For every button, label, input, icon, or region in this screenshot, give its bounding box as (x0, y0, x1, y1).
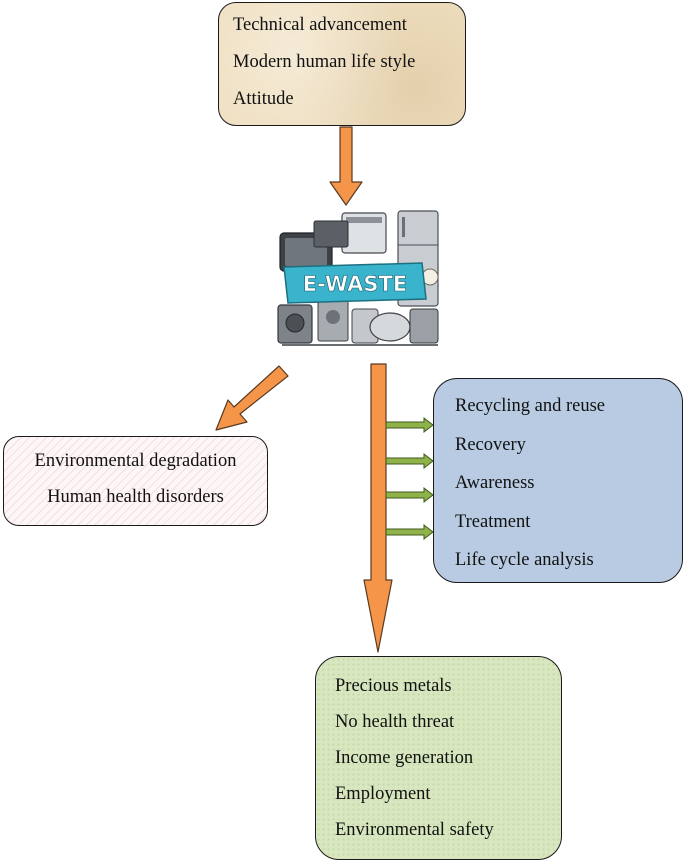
ewaste-logo: E-WASTE (283, 262, 427, 304)
causes-box: Technical advancement Modern human life … (218, 2, 466, 126)
arrow-to-treatment (385, 523, 434, 541)
appliance-pile (277, 210, 439, 346)
arrow-ewaste-to-impacts (215, 365, 289, 431)
management-item: Recovery (455, 434, 526, 455)
impact-item: Human health disorders (47, 487, 224, 507)
management-box: Recycling and reuse Recovery Awareness T… (433, 378, 683, 583)
management-item: Treatment (455, 511, 531, 532)
cause-item: Attitude (233, 89, 294, 109)
benefit-item: Environmental safety (335, 820, 494, 840)
arrow-to-recycling (385, 416, 434, 434)
ewaste-illustration: E-WASTE (277, 210, 439, 346)
benefit-item: Income generation (335, 748, 474, 768)
cause-item: Technical advancement (233, 15, 407, 35)
benefit-item: Precious metals (335, 676, 452, 696)
benefits-box: Precious metals No health threat Income … (315, 656, 562, 860)
management-item: Awareness (455, 473, 535, 493)
benefit-item: No health threat (335, 712, 455, 732)
arrow-causes-to-ewaste (329, 126, 363, 206)
benefit-item: Employment (335, 784, 431, 804)
arrow-to-awareness (385, 486, 434, 504)
ewaste-logo-text: E-WASTE (303, 272, 407, 296)
management-item: Life cycle analysis (455, 550, 594, 570)
arrow-to-recovery (385, 452, 434, 470)
cause-item: Modern human life style (233, 52, 416, 72)
impacts-box: Environmental degradation Human health d… (3, 436, 268, 526)
management-item: Recycling and reuse (455, 396, 605, 416)
arrow-ewaste-to-benefits (363, 363, 393, 653)
impact-item: Environmental degradation (34, 451, 237, 471)
